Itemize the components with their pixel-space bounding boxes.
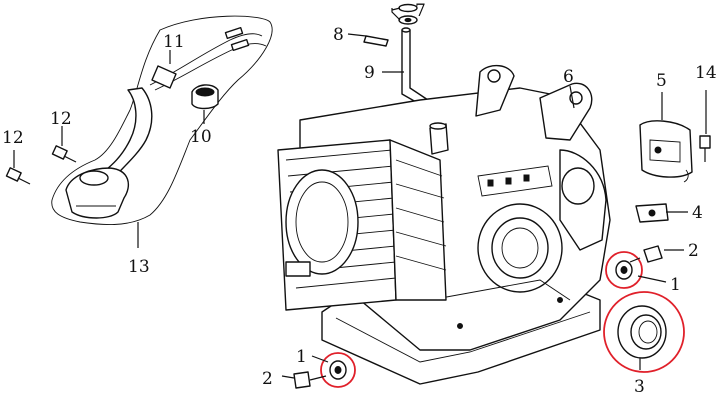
highlight-circle-washer-right xyxy=(605,251,643,289)
callout-2-right: 2 xyxy=(688,241,699,261)
callout-7: 7 xyxy=(415,1,426,21)
callout-8: 8 xyxy=(333,25,344,45)
grommet-part-10 xyxy=(191,84,219,110)
bolt-part-2-right xyxy=(629,245,663,263)
washer-part-1-bottom xyxy=(329,360,347,380)
ignition-coil-assembly xyxy=(51,15,273,226)
callout-4: 4 xyxy=(692,203,703,223)
top-bracket xyxy=(475,65,515,117)
callout-12-left: 12 xyxy=(2,128,24,148)
washer-part-1-right xyxy=(615,260,633,280)
clip-part-8 xyxy=(363,35,389,47)
breather-tube-part-9 xyxy=(401,29,435,111)
plate-part-4 xyxy=(635,203,669,223)
oil-seal-part-3 xyxy=(617,305,667,359)
callout-2-bottom: 2 xyxy=(262,369,273,389)
callout-13: 13 xyxy=(128,257,150,277)
callout-5: 5 xyxy=(656,71,667,91)
callout-10: 10 xyxy=(190,127,212,147)
cylinder-block xyxy=(277,139,447,311)
screw-part-14 xyxy=(699,135,711,162)
callout-6: 6 xyxy=(563,67,574,87)
highlight-circle-oil-seal xyxy=(603,291,685,373)
gasket-part-5 xyxy=(639,120,693,183)
cylinder-bore xyxy=(285,169,359,275)
group-13-outline xyxy=(51,15,273,226)
callout-12-mid: 12 xyxy=(50,109,72,129)
callout-1-bottom: 1 xyxy=(296,347,307,367)
bolt-part-12-left xyxy=(5,167,31,185)
callout-11: 11 xyxy=(163,32,185,52)
callout-1-right: 1 xyxy=(670,275,681,295)
plug-cap xyxy=(151,65,177,89)
leader-lines xyxy=(13,7,707,379)
bolt-part-2-bottom xyxy=(293,371,327,389)
callout-9: 9 xyxy=(364,63,375,83)
coil-core xyxy=(79,170,109,186)
bolt-part-12-mid xyxy=(51,145,77,163)
callout-3: 3 xyxy=(634,377,645,397)
highlight-circle-washer-bottom xyxy=(320,352,356,388)
callout-14: 14 xyxy=(695,63,717,83)
